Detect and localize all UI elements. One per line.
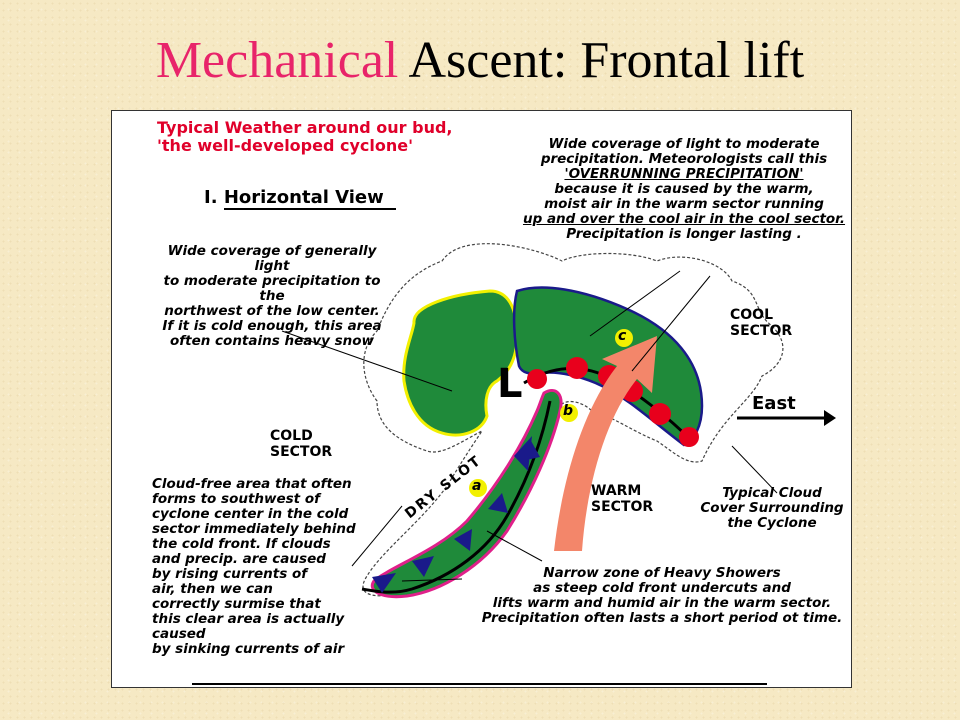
cyclone-diagram: Typical Weather around our bud, 'the wel… (111, 110, 852, 688)
leader-showers-1 (486, 530, 543, 562)
point-c-marker (615, 329, 633, 347)
east-label: East (752, 393, 796, 414)
title-rest: Ascent: Frontal lift (398, 32, 805, 89)
overrunning-note-line4: Precipitation is longer lasting . (566, 226, 802, 242)
leader-showers-2 (401, 578, 463, 582)
warm-front-semicircle (679, 427, 699, 447)
overrunning-note-line1: Wide coverage of light to moderate preci… (540, 136, 828, 167)
cold-front-symbols (372, 436, 540, 593)
warm-front-semicircle (566, 357, 588, 379)
cold-front-triangle (412, 556, 434, 577)
horizontal-view-number: I. (204, 187, 218, 208)
horizontal-view-heading: I. Horizontal View (204, 187, 396, 210)
point-b-marker (560, 404, 578, 422)
overrunning-note: Wide coverage of light to moderate preci… (515, 137, 853, 242)
low-pressure-label: L (497, 361, 523, 407)
cloud-cover-note: Typical Cloud Cover Surrounding the Cycl… (700, 485, 844, 531)
overrunning-note-line2: because it is caused by the warm, moist … (544, 181, 824, 212)
warm-front-semicircle (527, 369, 547, 389)
leader-overrunning-2 (631, 275, 711, 372)
overrunning-term: 'OVERRUNNING PRECIPITATION' (564, 166, 804, 182)
cold-front-triangle (372, 573, 396, 593)
east-arrowhead (824, 410, 836, 426)
leader-northwest (281, 330, 453, 392)
showers-note: Narrow zone of Heavy Showers as steep co… (481, 565, 843, 626)
point-c-label: c (618, 328, 627, 344)
horizontal-view-label: Horizontal View (223, 187, 396, 210)
point-b-label: b (563, 403, 574, 419)
cyclone-drawing (192, 243, 836, 685)
warm-air-arrow (554, 336, 657, 551)
leader-dry-slot (351, 505, 403, 567)
point-a-marker (469, 479, 487, 497)
cold-sector-label: COLD SECTOR (270, 428, 333, 460)
cloud-cover-outline (362, 243, 784, 597)
leader-cloud-cover (731, 445, 778, 494)
northwest-precip-note: Wide coverage of generally light to mode… (162, 243, 382, 349)
warm-front-semicircle (649, 403, 671, 425)
northwest-precip-area (402, 289, 519, 437)
leader-overrunning-1 (589, 270, 681, 337)
cold-front-triangle (454, 529, 472, 551)
title-accent: Mechanical (155, 32, 399, 89)
cold-front-triangle (514, 436, 532, 471)
cool-sector-label: COOL SECTOR (730, 307, 793, 339)
overrunning-note-line3: up and over the cool air in the cool sec… (522, 211, 846, 227)
slide-title: Mechanical Ascent: Frontal lift (0, 26, 960, 96)
point-a-label: a (472, 478, 482, 494)
cold-front-triangle (488, 493, 508, 513)
dry-slot-note: Cloud-free area that often forms to sout… (152, 476, 356, 657)
warm-sector-label: WARM SECTOR (591, 483, 654, 515)
figure-header: Typical Weather around our bud, 'the wel… (157, 118, 453, 155)
